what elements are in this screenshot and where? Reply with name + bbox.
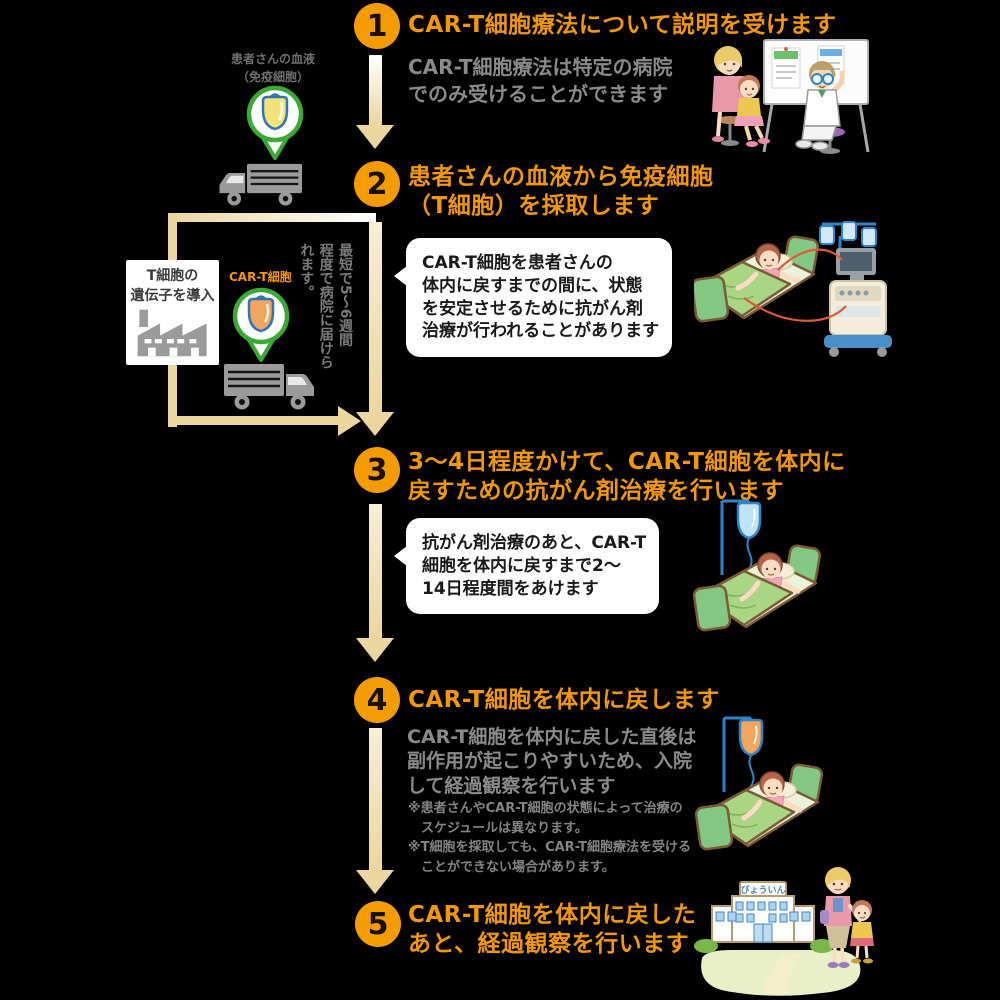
step4-title: CAR-T細胞を体内に戻します (408, 687, 720, 713)
speech-bubble-rest-period: 抗がん剤治療のあと、CAR-T 細胞を体内に戻すまで2〜 14日程度間をあけます (393, 518, 660, 615)
arrowhead-step2-to-step3 (356, 412, 394, 436)
step1-note: CAR-T細胞療法は特定の病院 でのみ受けることができます (408, 55, 673, 106)
loop-arrowhead-right (338, 406, 361, 436)
gene-transfer-label: T細胞の 遺伝子を導入 (130, 268, 215, 304)
cart-cell-bag-pin-icon (232, 287, 290, 362)
truck-icon-return (224, 364, 314, 410)
arrow-step2-to-step3 (369, 222, 382, 412)
delivery-time-note: 最短で5〜6週間 程度で病院に届けら れます。 (298, 243, 353, 369)
truck-icon-outbound (219, 163, 302, 206)
step5-number: 5 (355, 901, 401, 947)
step1-number: 1 (354, 3, 400, 49)
loop-arrow-top-segment (168, 213, 376, 222)
walkway (762, 954, 800, 994)
step4-note: CAR-T細胞を体内に戻した直後は 副作用が起こりやすいため、入院 して経過観察… (407, 726, 697, 797)
speech-bubble-stabilize-treatment: CAR-T細胞を患者さんの 体内に戻すまでの間に、状態 を安定させるために抗がん… (393, 238, 673, 358)
arrowhead-step4-to-step5 (356, 870, 394, 894)
bush-right (810, 939, 834, 953)
illustration-cart-infusion (694, 716, 824, 851)
iv-bag-blue (736, 501, 762, 540)
step2-title: 患者さんの血液から免疫細胞 （T細胞）を採取します (408, 164, 714, 219)
gene-transfer-factory-box: T細胞の 遺伝子を導入 (126, 260, 219, 365)
mother-and-child (712, 46, 770, 147)
arrowhead-step1-to-step2 (356, 125, 394, 149)
step3-number: 3 (354, 447, 400, 493)
hospital-sign: びょういん (740, 884, 785, 896)
blood-tube-upper (777, 248, 843, 271)
apheresis-machine (819, 221, 892, 357)
cart-cells-label: CAR-T細胞 (229, 270, 292, 284)
step2-number: 2 (354, 161, 400, 207)
hospital-building: びょういん (711, 881, 815, 943)
arrow-step1-to-step2 (369, 55, 382, 125)
doctor (795, 61, 845, 154)
bed (692, 544, 822, 632)
cart-bag-body (247, 297, 275, 333)
blood-bag-pin-icon (246, 85, 304, 160)
illustration-chemo-iv (692, 499, 822, 632)
arrow-step3-to-step4 (369, 504, 382, 638)
step4-footnotes: ※患者さんやCAR-T細胞の状態によって治療の スケジュールは異なります。 ※T… (408, 801, 692, 875)
daughter (850, 900, 874, 964)
step1-title: CAR-T細胞療法について説明を受けます (408, 12, 837, 38)
blood-bag-body (261, 95, 289, 131)
step4-number: 4 (354, 677, 400, 723)
step3-title: 3〜4日程度かけて、CAR-T細胞を体内に 戻すための抗がん剤治療を行います (408, 449, 846, 504)
illustration-apheresis (694, 221, 892, 357)
illustration-doctor-explains-to-family (712, 39, 870, 154)
blood-tube-lower (743, 297, 847, 322)
arrowhead-step3-to-step4 (356, 638, 394, 662)
blood-sample-label: 患者さんの血液 （免疫細胞） (230, 52, 315, 84)
arrow-step4-to-step5 (369, 728, 382, 870)
step5-title: CAR-T細胞を体内に戻した あと、経過観察を行います (408, 902, 697, 957)
bed (694, 763, 824, 851)
bed (694, 235, 820, 323)
bush-left (694, 939, 718, 953)
loop-arrow-bottom-segment (168, 416, 340, 425)
iv-bag-orange (738, 718, 764, 757)
illustration-hospital-discharge: びょういん (694, 867, 874, 996)
factory-icon (137, 309, 207, 357)
